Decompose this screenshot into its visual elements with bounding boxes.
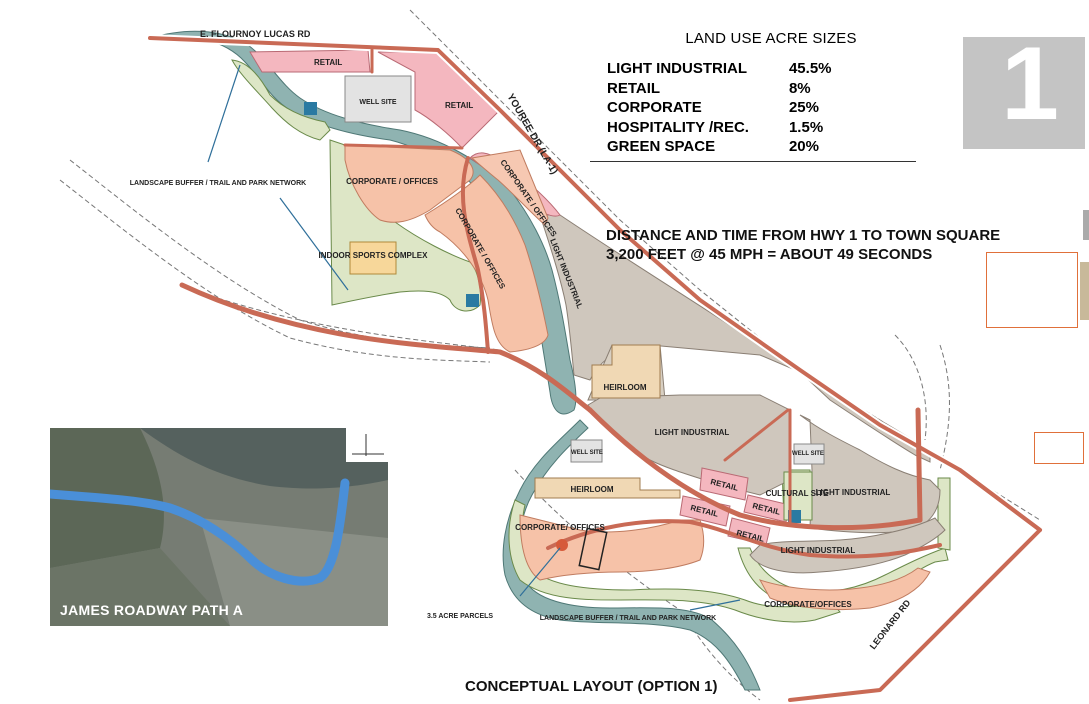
label-well-site-north: WELL SITE bbox=[359, 99, 397, 106]
land-use-name: LIGHT INDUSTRIAL bbox=[607, 60, 747, 77]
well-sites bbox=[344, 75, 825, 465]
distance-line-1: DISTANCE AND TIME FROM HWY 1 TO TOWN SQU… bbox=[606, 227, 1001, 244]
label-light-industrial-south: LIGHT INDUSTRIAL bbox=[781, 546, 856, 555]
land-use-row: GREEN SPACE 20% bbox=[607, 137, 832, 157]
land-use-row: LIGHT INDUSTRIAL 45.5% bbox=[607, 59, 832, 79]
plan-title: CONCEPTUAL LAYOUT (OPTION 1) bbox=[465, 678, 718, 695]
option-number: 1 bbox=[1001, 26, 1059, 142]
road-label-flournoy: E. FLOURNOY LUCAS RD bbox=[200, 29, 311, 39]
label-corporate-sw: CORPORATE/ OFFICES bbox=[515, 523, 605, 532]
label-corporate-nw: CORPORATE / OFFICES bbox=[346, 177, 439, 186]
land-use-name: HOSPITALITY /REC. bbox=[607, 118, 749, 136]
label-heirloom-south: HEIRLOOM bbox=[570, 485, 613, 494]
inset-label: JAMES ROADWAY PATH A bbox=[60, 602, 244, 618]
parcel-outline-marker bbox=[578, 527, 608, 571]
label-well-site-east: WELL SITE bbox=[792, 451, 824, 457]
corporate-parcels bbox=[344, 144, 931, 611]
label-light-industrial-east: LIGHT INDUSTRIAL bbox=[816, 488, 891, 497]
label-well-site-south: WELL SITE bbox=[571, 450, 603, 456]
inset-aerial bbox=[50, 428, 388, 626]
edge-marker bbox=[1083, 210, 1089, 240]
land-use-percent: 20% bbox=[788, 138, 819, 155]
label-cultural-site: CULTURAL SITE bbox=[766, 489, 829, 498]
heirloom-buildings bbox=[534, 344, 681, 499]
land-use-row: HOSPITALITY /REC. 1.5% bbox=[607, 118, 832, 138]
land-use-percent: 1.5% bbox=[788, 118, 824, 136]
roads bbox=[146, 34, 1044, 702]
land-use-percent: 45.5% bbox=[788, 60, 832, 77]
land-use-table: LIGHT INDUSTRIAL 45.5% RETAIL 8% CORPORATE… bbox=[607, 59, 832, 157]
label-indoor-sports: INDOOR SPORTS COMPLEX bbox=[319, 251, 429, 260]
land-use-row: CORPORATE 25% bbox=[607, 98, 832, 118]
divider bbox=[590, 160, 916, 162]
land-use-name: GREEN SPACE bbox=[607, 138, 716, 155]
distance-line-2: 3,200 FEET @ 45 MPH = ABOUT 49 SECONDS bbox=[606, 246, 933, 263]
annotation-box bbox=[986, 252, 1078, 328]
callout-buffer-north: LANDSCAPE BUFFER / TRAIL AND PARK NETWOR… bbox=[130, 180, 306, 187]
callout-buffer-south: LANDSCAPE BUFFER / TRAIL AND PARK NETWOR… bbox=[540, 615, 716, 622]
label-light-industrial-center: LIGHT INDUSTRIAL bbox=[655, 428, 730, 437]
callout-3-5-acre: 3.5 ACRE PARCELS bbox=[427, 613, 493, 620]
distance-note: DISTANCE AND TIME FROM HWY 1 TO TOWN SQU… bbox=[606, 226, 1000, 264]
hwy-access-marker bbox=[556, 539, 568, 551]
land-use-row: RETAIL 8% bbox=[607, 79, 832, 99]
label-retail-top: RETAIL bbox=[314, 58, 342, 67]
label-heirloom-north: HEIRLOOM bbox=[603, 383, 646, 392]
option-badge: 1 bbox=[963, 26, 1085, 149]
land-use-percent: 25% bbox=[788, 99, 819, 116]
annotation-box bbox=[1034, 432, 1084, 464]
roadway-path-inset: JAMES ROADWAY PATH A bbox=[50, 428, 388, 626]
label-corporate-south: CORPORATE/OFFICES bbox=[764, 600, 852, 609]
land-use-name: RETAIL bbox=[607, 79, 661, 97]
indoor-sports-building bbox=[349, 241, 397, 275]
land-use-percent: 8% bbox=[788, 79, 811, 97]
callout-leaders bbox=[207, 64, 741, 611]
edge-marker bbox=[1080, 262, 1089, 320]
land-use-name: CORPORATE bbox=[607, 99, 702, 116]
land-use-summary: LAND USE ACRE SIZES LIGHT INDUSTRIAL 45.5… bbox=[590, 30, 916, 162]
label-retail-east: RETAIL bbox=[445, 101, 473, 110]
land-use-heading: LAND USE ACRE SIZES bbox=[685, 30, 857, 47]
